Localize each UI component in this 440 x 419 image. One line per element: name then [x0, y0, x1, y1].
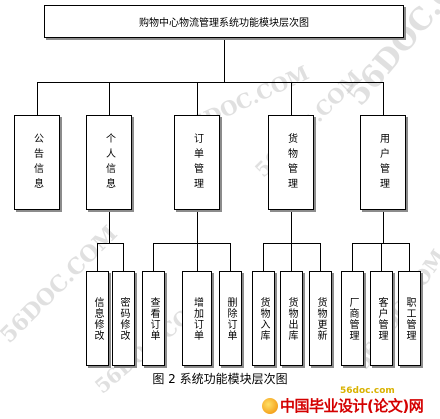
connector-m2b	[123, 243, 124, 271]
submodule-label: 货物入库	[258, 296, 269, 341]
submodule-label: 查看订单	[148, 296, 159, 341]
submodule-label: 货物出库	[286, 296, 297, 341]
submodule-label: 厂商管理	[347, 296, 358, 341]
submodule-label: 删除订单	[225, 296, 236, 341]
submodule-label: 货物更新	[315, 296, 326, 341]
submodule-node-staff-management: 职工管理	[398, 271, 421, 366]
submodule-node-goods-out: 货物出库	[280, 271, 303, 366]
connector-m2-down	[109, 210, 110, 243]
module-label: 个人信息	[103, 132, 115, 193]
submodule-label: 职工管理	[404, 296, 415, 341]
connector-m5c	[409, 243, 410, 271]
module-label: 订单管理	[191, 132, 203, 193]
connector-m5	[383, 82, 384, 115]
connector-m2a	[97, 243, 98, 271]
submodule-label: 信息修改	[92, 296, 103, 341]
connector-m4	[291, 82, 292, 115]
connector-m2-bus	[97, 243, 124, 244]
module-node-announcements: 公告信息	[14, 115, 60, 210]
connector-level1-bus	[37, 82, 383, 83]
submodule-label: 密码修改	[118, 296, 129, 341]
submodule-node-info-edit: 信息修改	[86, 271, 109, 366]
connector-m4c	[320, 243, 321, 271]
submodule-node-goods-in: 货物入库	[252, 271, 275, 366]
connector-m4a	[263, 243, 264, 271]
submodule-node-customer-management: 客户管理	[370, 271, 393, 366]
module-node-order-management: 订单管理	[174, 115, 220, 210]
submodule-node-vendor-management: 厂商管理	[341, 271, 364, 366]
submodule-node-add-order: 增加订单	[182, 271, 212, 366]
submodule-node-goods-update: 货物更新	[309, 271, 332, 366]
module-node-personal-info: 个人信息	[86, 115, 132, 210]
module-label: 货物管理	[285, 132, 297, 193]
connector-m3	[197, 82, 198, 115]
connector-root-down	[224, 38, 225, 82]
root-node: 购物中心物流管理系统功能模块层次图	[44, 5, 404, 38]
connector-m4-bus	[263, 243, 321, 244]
connector-m1	[37, 82, 38, 115]
module-label: 公告信息	[31, 132, 43, 193]
submodule-node-view-orders: 查看订单	[142, 271, 165, 366]
root-node-label: 购物中心物流管理系统功能模块层次图	[139, 18, 309, 29]
logo-mark-icon	[262, 397, 278, 414]
connector-m3a	[153, 243, 154, 271]
site-logo: 中国毕业设计(论文)网	[262, 395, 424, 416]
connector-m3-bus	[153, 243, 231, 244]
module-label: 用户管理	[377, 132, 389, 193]
module-node-user-management: 用户管理	[360, 115, 406, 210]
figure-caption: 图 2 系统功能模块层次图	[152, 372, 288, 386]
connector-m5a	[352, 243, 353, 271]
submodule-node-delete-order: 删除订单	[219, 271, 242, 366]
site-name: 中国毕业设计(论文)网	[280, 397, 424, 415]
submodule-label: 增加订单	[191, 296, 203, 341]
connector-m5b	[381, 243, 382, 271]
connector-m3b	[197, 243, 198, 271]
submodule-node-password-edit: 密码修改	[112, 271, 135, 366]
connector-m3-down	[197, 210, 198, 243]
connector-m5-down	[383, 210, 384, 243]
submodule-label: 客户管理	[376, 296, 387, 341]
connector-m3c	[230, 243, 231, 271]
module-node-goods-management: 货物管理	[268, 115, 314, 210]
connector-m2	[109, 82, 110, 115]
connector-m4-down	[291, 210, 292, 243]
site-url: 56doc.com	[340, 386, 395, 396]
connector-m4b	[291, 243, 292, 271]
